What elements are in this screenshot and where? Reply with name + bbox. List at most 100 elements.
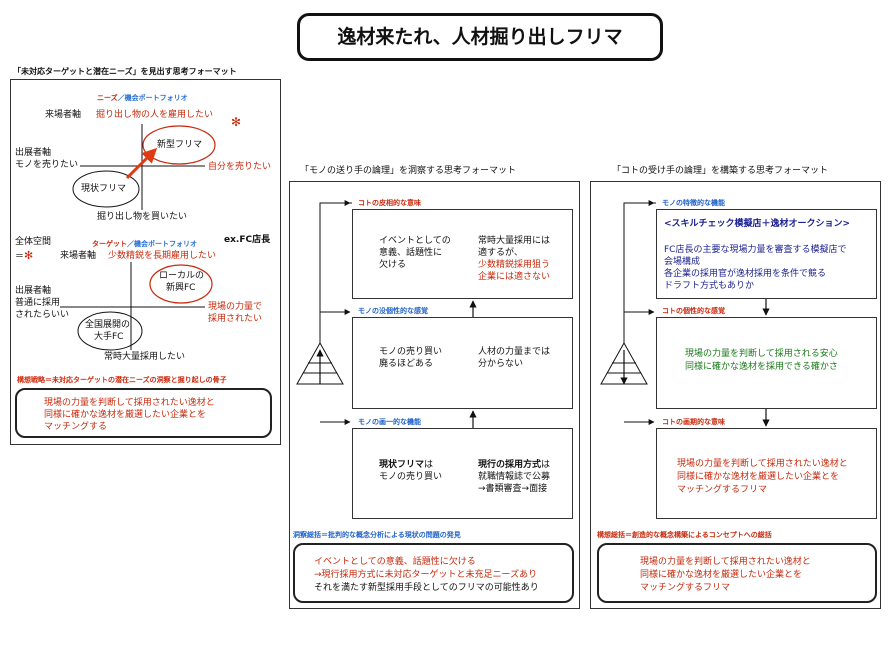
right-summary-line-1: 現場の力量を判断して採用されたい逸材と [640, 557, 811, 567]
middle-summary-box [293, 543, 574, 603]
map2-bottom-label: 常時大量採用したい [104, 352, 186, 362]
middle-level1-box [352, 209, 573, 299]
map2-left-axis-2: 普通に採用 [15, 298, 61, 308]
map2-top-need: 少数精鋭を長期雇用したい [108, 251, 217, 261]
map2-oval-local-2: 新興FC [166, 283, 196, 293]
left-strategy-line-1: 現場の力量を判断して採用されたい逸材と [44, 398, 215, 408]
left-strategy-line-3: マッチングする [44, 422, 108, 432]
middle-level3-left-2: モノの売り買い [379, 472, 443, 482]
map2-left-axis-3: されたらいい [15, 310, 70, 320]
right-summary-line-3: マッチングするフリマ [640, 583, 731, 593]
right-level1-title: <スキルチェック模擬店＋逸材オークション> [664, 219, 851, 229]
right-level1-line-4: ドラフト方式もありか [664, 281, 755, 291]
left-strategy-label: 構想戦略＝未対応ターゲットの潜在ニーズの洞察と掘り起しの骨子 [17, 376, 227, 384]
middle-level3-right-rest: は [541, 460, 551, 470]
middle-level1-left-1: イベントとしての [379, 236, 451, 246]
right-level1-label: モノの特徴的な機能 [662, 199, 725, 207]
right-pyramid-icon [600, 341, 648, 385]
right-level1-line-2: 会場構成 [664, 257, 701, 267]
right-level3-line-2: 同様に確かな逸材を厳選したい企業とを [677, 472, 840, 482]
left-heading: 「未対応ターゲットと潜在ニーズ」を見出す思考フォーマット [13, 67, 237, 76]
middle-level3-right-bold: 現行の採用方式 [478, 460, 542, 470]
map1-header-needs: ニーズ [97, 94, 118, 102]
map2-right-need-2: 採用されたい [208, 314, 263, 324]
map2-mark: ✻ [24, 249, 34, 262]
middle-level3-left-rest: は [424, 460, 434, 470]
map1-oval-new-shape [142, 125, 216, 165]
middle-level3-label: モノの画一的な機能 [358, 418, 421, 426]
middle-level2-left-2: 廃るほどある [379, 359, 434, 369]
left-strategy-line-2: 同様に確かな逸材を厳選したい企業とを [44, 410, 207, 420]
middle-level2-label: モノの没個性的な感覚 [358, 307, 428, 315]
map1-top-axis: 来場者軸 [45, 110, 82, 120]
middle-heading: 「モノの送り手の論理」を洞察する思考フォーマット [300, 166, 517, 176]
map2-oval-fc-shape [77, 311, 143, 351]
middle-summary-line-3: それを満たす新型採用手段としてのフリマの可能性あり [314, 583, 539, 593]
right-level3-line-3: マッチングするフリマ [677, 485, 768, 495]
right-summary-line-2: 同様に確かな逸材を厳選したい企業とを [640, 570, 803, 580]
map2-header-target: ターゲット [92, 240, 127, 248]
map2-oval-local-1: ローカルの [159, 271, 205, 281]
map1-header-sep: ／ [117, 94, 125, 102]
middle-level3-left-1: 現状フリマは [379, 460, 433, 471]
middle-level1-label: コトの皮相的な意味 [358, 199, 421, 207]
left-strategy-box [15, 388, 272, 438]
middle-summary-line-2: →現行採用方式に未対応ターゲットと未充足ニーズあり [314, 570, 538, 580]
right-level3-line-1: 現場の力量を判断して採用されたい逸材と [677, 459, 848, 469]
map2-whole-1: 全体空間 [15, 237, 52, 247]
map2-oval-fc-1: 全国展開の [85, 320, 131, 330]
map1-right-need: 自分を売りたい [208, 162, 272, 172]
map2-oval-local-shape [149, 264, 213, 304]
middle-summary-label: 洞察総括＝批判的な概念分析による現状の問題の発見 [293, 531, 461, 539]
middle-level2-right-1: 人材の力量までは [478, 347, 551, 357]
map2-oval-fc-2: 大手FC [94, 332, 124, 342]
map2-whole-2: ＝✻ [15, 249, 33, 263]
map2-right-need-1: 現場の力量で [208, 302, 263, 312]
middle-pyramid-icon [296, 341, 344, 385]
page-title: 逸材来たれ、人材掘り出しフリマ [337, 26, 623, 48]
right-level1-line-3: 各企業の採用官が逸材採用を条件で競る [664, 269, 827, 279]
middle-level3-right-3: →書類審査→面接 [478, 484, 548, 494]
middle-level1-right-2: 適するが、 [478, 248, 523, 258]
right-level1-line-1: FC店長の主要な現場力量を審査する模擬店で [664, 245, 847, 255]
middle-level2-left-1: モノの売り買い [379, 347, 443, 357]
right-level2-line-2: 同様に確かな逸材を採用できる確かさ [685, 362, 838, 372]
map2-header-sep: ／ [127, 240, 134, 248]
map1-shift-arrow [125, 147, 158, 180]
right-level1-box [656, 209, 877, 299]
right-heading: 「コトの受け手の論理」を構築する思考フォーマット [612, 166, 829, 176]
map1-oval-current-shape [72, 170, 140, 208]
map1-bottom-label: 掘り出し物を買いたい [97, 212, 188, 222]
middle-level1-left-3: 欠ける [379, 260, 407, 270]
middle-connector [319, 202, 352, 343]
map1-header-portfolio: 機会ポートフォリオ [124, 94, 188, 102]
left-panel [10, 79, 281, 445]
map1-left-axis-1: 出展者軸 [15, 148, 52, 158]
middle-level3-right-2: 就職情報誌で公募 [478, 472, 551, 482]
title-box [297, 13, 663, 61]
middle-level2-right-2: 分からない [478, 359, 524, 369]
map2-top-axis: 来場者軸 [60, 251, 97, 261]
map1-oval-current: 現状フリマ [81, 184, 127, 194]
right-connector [623, 202, 656, 343]
middle-level1-right-1: 常時大量採用には [478, 236, 551, 246]
right-level3-box [656, 428, 877, 519]
right-level2-box [656, 317, 877, 409]
map2-whole-equal: ＝ [15, 252, 25, 262]
right-summary-label: 構想総括＝創造的な概念構築によるコンセプトへの総括 [597, 531, 772, 539]
right-level2-line-1: 現場の力量を判断して採用される安心 [685, 349, 838, 359]
middle-level1-left-2: 意義、話題性に [379, 248, 443, 258]
middle-level1-right-3: 少数精鋭採用狙う [478, 260, 551, 270]
middle-level3-right-1: 現行の採用方式は [478, 460, 550, 471]
map2-header-portfolio: 機会ポートフォリオ [134, 240, 197, 248]
map1-header: ニーズ／機会ポートフォリオ [97, 94, 188, 103]
map1-left-axis-2: モノを売りたい [15, 160, 79, 170]
map2-left-axis-1: 出展者軸 [15, 286, 52, 296]
map1-mark: ✻ [231, 115, 242, 129]
middle-summary-line-1: イベントとしての意義、話題性に欠ける [314, 557, 476, 567]
right-level3-label: コトの画期的な意味 [662, 418, 725, 426]
map2-ex-label: ex.FC店長 [224, 235, 271, 245]
right-summary-box [597, 543, 877, 603]
map2-header: ターゲット／機会ポートフォリオ [92, 240, 197, 249]
